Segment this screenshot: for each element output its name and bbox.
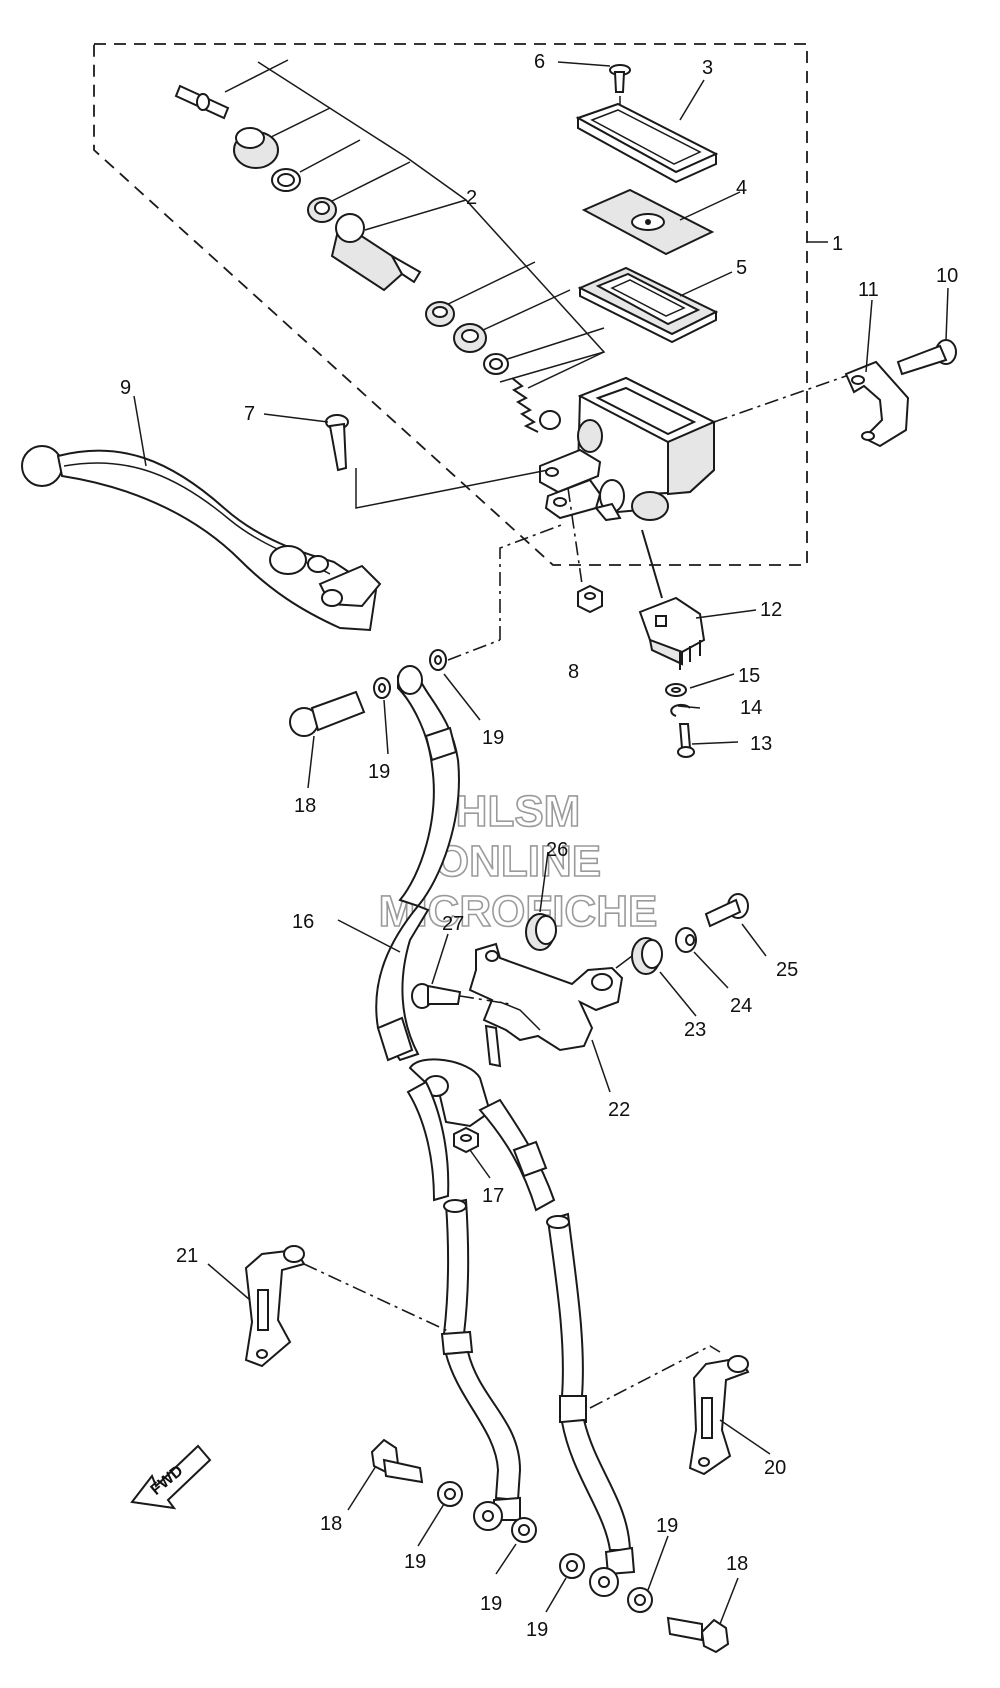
callout-1: 1 [832, 233, 843, 255]
callout-5: 5 [736, 257, 747, 279]
callout-15: 15 [738, 665, 760, 687]
washer-lower-left-1 [437, 1481, 463, 1507]
hose-holder-right [688, 1355, 750, 1476]
callout-10: 10 [936, 265, 958, 287]
callout-18-lower-left: 18 [320, 1513, 342, 1535]
push-rod [174, 84, 230, 120]
callout-19-upper-left: 19 [368, 761, 390, 783]
grommet-alignment [615, 955, 633, 969]
washer-lower-right-1 [559, 1553, 585, 1579]
piston-kit-bracket [224, 59, 606, 389]
forward-arrow-icon: FWD [130, 1444, 212, 1510]
callout-19-lower-3: 19 [526, 1619, 548, 1641]
callout-26: 26 [546, 839, 568, 861]
diaphragm-plate [581, 188, 715, 256]
callout-18-lower-right: 18 [726, 1553, 748, 1575]
washer-lower-left-2 [511, 1517, 537, 1543]
callout-labels: 1 2 3 4 5 6 7 8 9 10 11 12 13 14 15 16 1… [120, 51, 958, 1641]
banjo-to-cylinder-line [499, 523, 565, 640]
banjo-lower-right [589, 1567, 619, 1597]
watermark-line-2: ONLINE [435, 837, 601, 886]
pivot-bolt [325, 414, 549, 509]
callout-19-lower-4: 19 [656, 1515, 678, 1537]
union-bolt-upper [289, 690, 366, 737]
dust-boot [233, 127, 279, 169]
callout-19-upper-right: 19 [482, 727, 504, 749]
piston-cup-3 [453, 323, 487, 353]
callout-21: 21 [176, 1245, 198, 1267]
switch-screw [677, 723, 695, 758]
callout-19-lower-1: 19 [404, 1551, 426, 1573]
piston-cup-1 [307, 197, 337, 223]
brake-hose-joint [408, 1058, 492, 1128]
circlip-upper [271, 168, 301, 192]
return-spring [511, 377, 561, 433]
callout-19-lower-2: 19 [480, 1593, 502, 1615]
callout-12: 12 [760, 599, 782, 621]
nut-alignment-line [567, 487, 583, 585]
callout-3: 3 [702, 57, 713, 79]
washer-lower-right-2 [627, 1587, 653, 1613]
callout-25: 25 [776, 959, 798, 981]
union-bolt-lower-left [370, 1438, 424, 1484]
collar [675, 927, 697, 953]
union-bolt-lower-right [666, 1616, 730, 1654]
brake-hose-right [478, 1098, 636, 1576]
banjo-lower-left [473, 1501, 503, 1531]
grommet-left [525, 913, 557, 951]
switch-washer [665, 683, 687, 697]
callout-18-upper: 18 [294, 795, 316, 817]
brake-hose-left [406, 1080, 522, 1521]
callout-27: 27 [442, 913, 464, 935]
copper-washer-upper-2 [429, 649, 447, 671]
master-cylinder-holder [844, 360, 910, 448]
callout-14: 14 [740, 697, 762, 719]
grommet-bolt [704, 893, 749, 928]
brake-hose-upper [375, 665, 460, 1062]
master-cylinder-assembly-boundary [93, 43, 808, 566]
hose-bracket [468, 942, 624, 1052]
callout-24: 24 [730, 995, 752, 1017]
holder-left-alignment [303, 1263, 451, 1333]
bracket-bolt [411, 983, 462, 1009]
piston [330, 213, 422, 292]
brake-light-switch [638, 596, 706, 670]
holder-bolt [896, 339, 957, 376]
leader-lines [133, 61, 949, 1625]
callout-16: 16 [292, 911, 314, 933]
copper-washer-upper-1 [373, 677, 391, 699]
bracket-bolt-alignment [459, 995, 511, 1005]
joint-nut [453, 1126, 479, 1154]
switch-alignment-line [641, 529, 663, 599]
callout-6: 6 [534, 51, 545, 73]
master-cylinder-body [539, 376, 717, 522]
holder-right-alignment [589, 1345, 721, 1409]
circlip-lower [483, 353, 509, 375]
bracket-stud [484, 1024, 502, 1068]
callout-23: 23 [684, 1019, 706, 1041]
banjo-alignment-line [447, 639, 501, 661]
callout-20: 20 [764, 1457, 786, 1479]
piston-cup-2 [425, 301, 455, 327]
callout-4: 4 [736, 177, 747, 199]
reservoir-cap [575, 102, 719, 184]
callout-8: 8 [568, 661, 579, 683]
diaphragm [577, 266, 719, 344]
callout-13: 13 [750, 733, 772, 755]
lever-nut [577, 584, 603, 614]
watermark-line-1: HLSM [456, 787, 581, 836]
brake-lever [21, 445, 382, 632]
callout-17: 17 [482, 1185, 504, 1207]
callout-9: 9 [120, 377, 131, 399]
callout-22: 22 [608, 1099, 630, 1121]
callout-2: 2 [466, 187, 477, 209]
hose-holder-left [244, 1245, 306, 1368]
holder-alignment-line [713, 375, 847, 423]
callout-7: 7 [244, 403, 255, 425]
grommet-right [631, 937, 663, 975]
callout-11: 11 [858, 279, 879, 301]
